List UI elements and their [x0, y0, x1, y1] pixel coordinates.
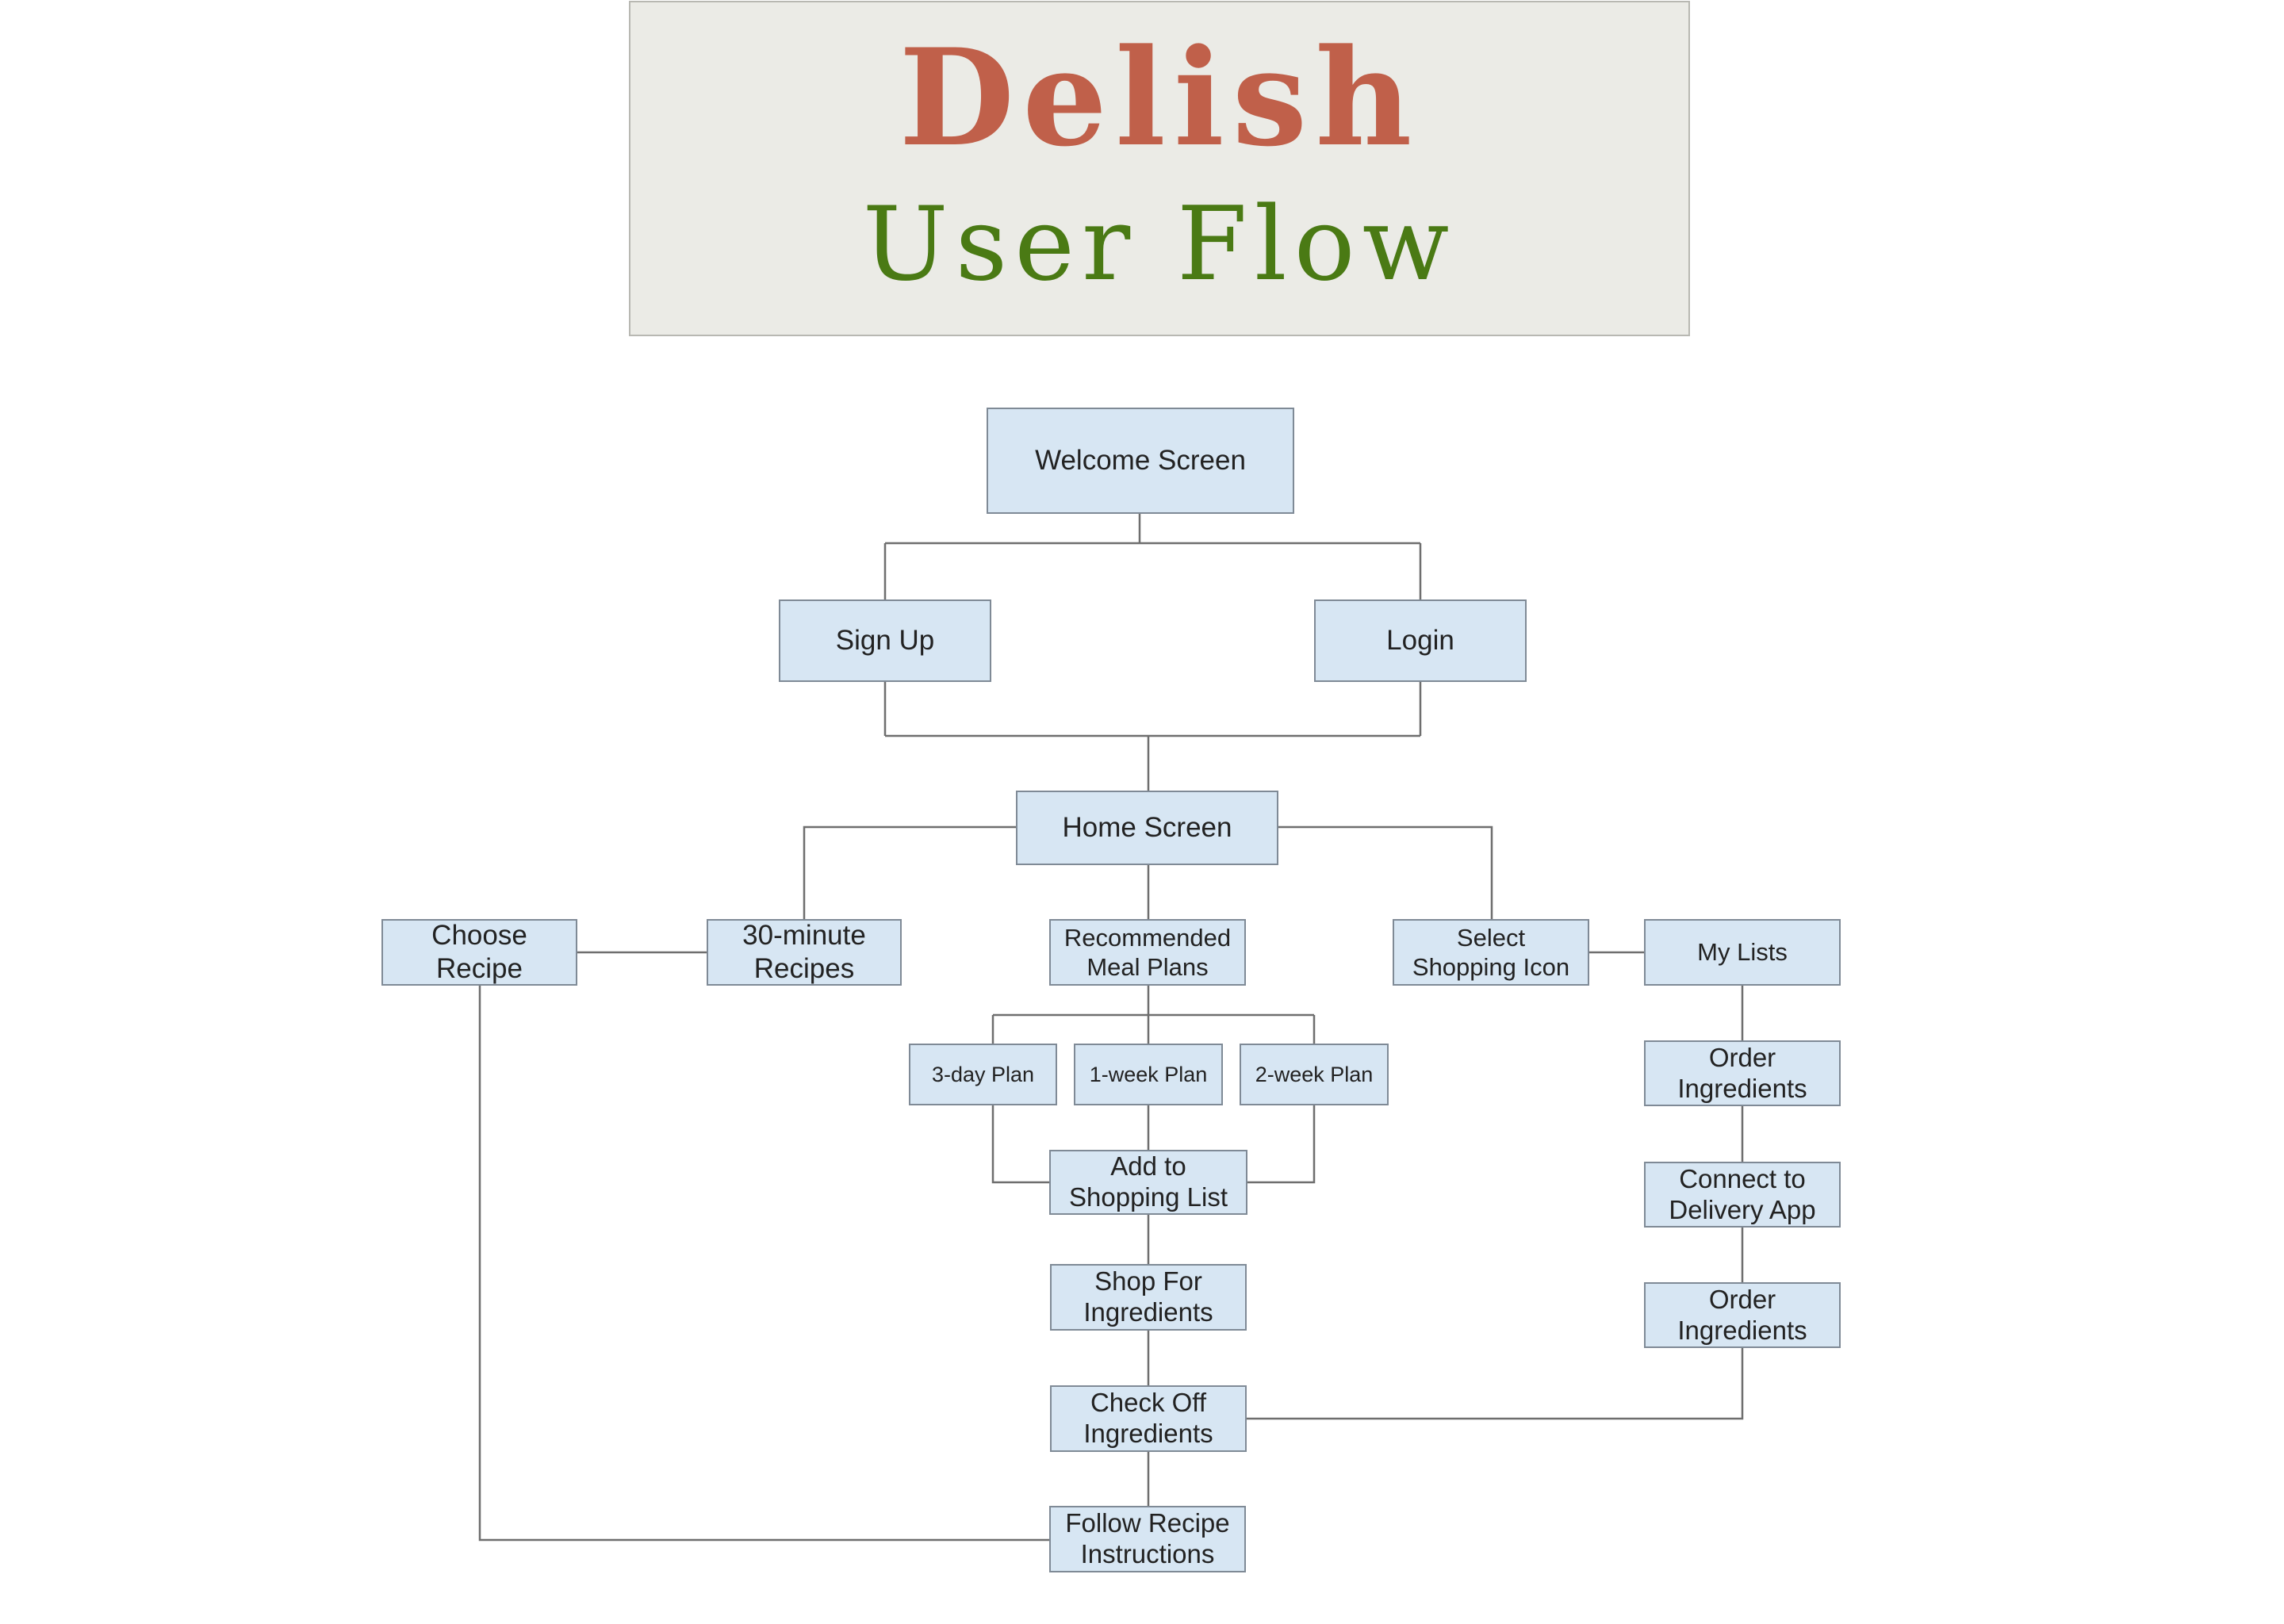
connector-meal-plans-to-plans	[991, 986, 1316, 1044]
connector-order-to-check-off	[1247, 1348, 1744, 1420]
connector-home-to-shopping	[1278, 825, 1493, 919]
node-connect-to-delivery-app: Connect to Delivery App	[1644, 1162, 1841, 1228]
connector-home-to-30-minute	[803, 825, 1016, 919]
node-home-screen: Home Screen	[1016, 791, 1278, 865]
node-login: Login	[1314, 599, 1527, 682]
node-recommended-meal-plans: Recommended Meal Plans	[1049, 919, 1246, 986]
node-sign-up: Sign Up	[779, 599, 991, 682]
node-3-day-plan: 3-day Plan	[909, 1044, 1057, 1105]
diagram-subtitle: User Flow	[862, 186, 1457, 304]
title-panel: Delish User Flow	[629, 1, 1690, 336]
diagram-title: Delish	[899, 19, 1420, 176]
node-welcome-screen: Welcome Screen	[987, 408, 1294, 514]
connector-welcome-to-auth	[883, 514, 1422, 599]
connector-plans-to-shopping-list	[991, 1105, 1316, 1184]
node-2-week-plan: 2-week Plan	[1240, 1044, 1389, 1105]
node-order-ingredients-2: Order Ingredients	[1644, 1282, 1841, 1348]
node-order-ingredients-1: Order Ingredients	[1644, 1040, 1841, 1106]
node-follow-recipe-instructions: Follow Recipe Instructions	[1049, 1506, 1246, 1572]
node-my-lists: My Lists	[1644, 919, 1841, 986]
connector-auth-to-home	[883, 682, 1422, 791]
connector-choose-to-follow	[478, 986, 1049, 1542]
node-1-week-plan: 1-week Plan	[1074, 1044, 1223, 1105]
node-choose-recipe: Choose Recipe	[381, 919, 577, 986]
node-select-shopping-icon: Select Shopping Icon	[1393, 919, 1589, 986]
node-check-off-ingredients: Check Off Ingredients	[1050, 1385, 1247, 1452]
node-shop-for-ingredients: Shop For Ingredients	[1050, 1264, 1247, 1331]
node-30-minute-recipes: 30-minute Recipes	[707, 919, 902, 986]
node-add-to-shopping-list: Add to Shopping List	[1049, 1150, 1247, 1215]
